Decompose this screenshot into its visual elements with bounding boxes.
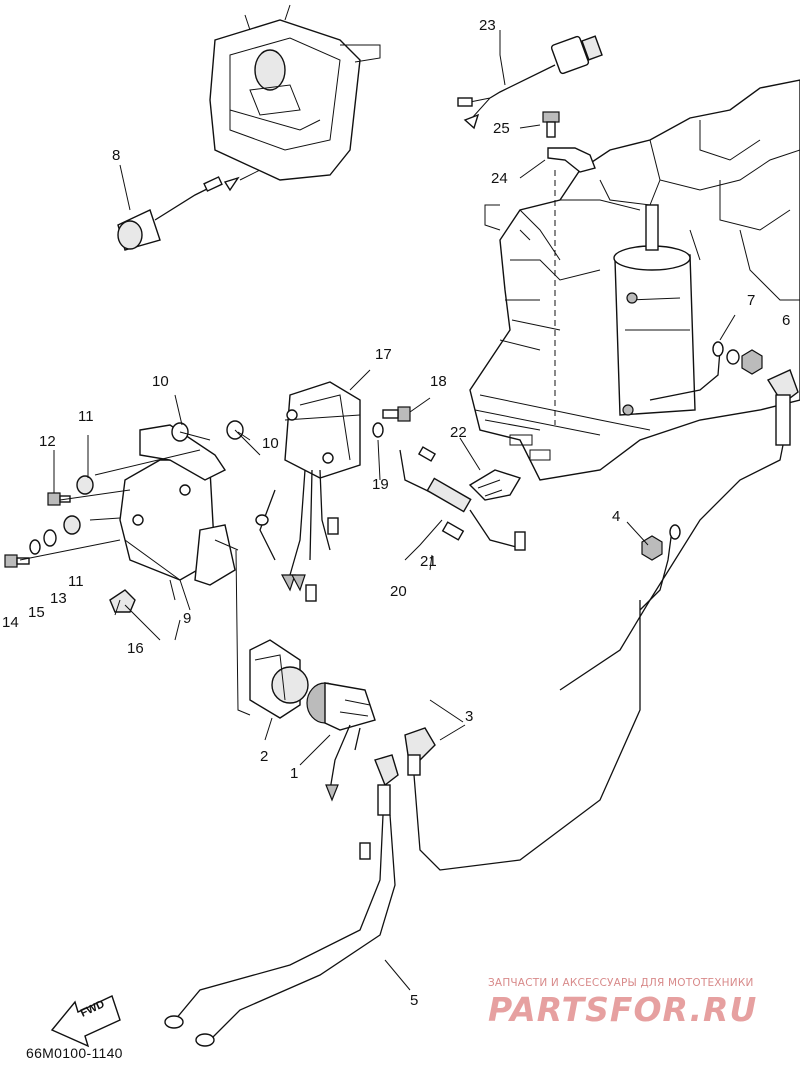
cable-negative bbox=[209, 814, 396, 1041]
part-23-sensor-lead bbox=[457, 35, 603, 130]
callout-14: 14 bbox=[2, 614, 19, 631]
callout-15: 15 bbox=[28, 604, 45, 621]
part-15-washer bbox=[29, 539, 41, 555]
part-24-clip bbox=[519, 147, 596, 179]
part-11-collars bbox=[63, 475, 94, 535]
part-6-nut bbox=[741, 349, 763, 375]
callout-7: 7 bbox=[747, 292, 756, 309]
part-2-bracket bbox=[249, 639, 309, 719]
part-4-nut bbox=[641, 535, 663, 561]
part-21-fuse bbox=[441, 521, 465, 541]
watermark-logo: PARTSFOR.RU bbox=[488, 990, 758, 1029]
part-18-bolt bbox=[382, 397, 431, 422]
callout-2: 2 bbox=[260, 748, 269, 765]
cable-positive bbox=[413, 600, 641, 871]
part-3-battery-cable-boots bbox=[374, 724, 466, 816]
callout-21: 21 bbox=[420, 553, 437, 570]
callout-9: 9 bbox=[183, 610, 192, 627]
callout-3: 3 bbox=[465, 708, 474, 725]
part-7-washer bbox=[719, 314, 740, 365]
part-17-rectifier bbox=[255, 369, 371, 602]
part-25-bolt bbox=[519, 111, 560, 138]
cable-main bbox=[174, 814, 384, 1021]
callout-18: 18 bbox=[430, 373, 447, 390]
diagram-reference-code: 66M0100-1140 bbox=[26, 1045, 123, 1061]
part-20-fuse-holder bbox=[399, 446, 526, 561]
terminal-boot bbox=[559, 369, 799, 691]
fwd-arrow bbox=[50, 995, 121, 1048]
part-16-clamp bbox=[109, 589, 136, 613]
callout-8: 8 bbox=[112, 147, 121, 164]
callout-25: 25 bbox=[493, 120, 510, 137]
engine-block bbox=[469, 79, 800, 481]
callout-1: 1 bbox=[290, 765, 299, 782]
top-housing bbox=[209, 4, 381, 181]
callout-10-upper: 10 bbox=[152, 373, 169, 390]
part-14-bolt bbox=[4, 554, 30, 568]
part-22-connector bbox=[468, 469, 522, 501]
callout-19: 19 bbox=[372, 476, 389, 493]
part-19-washer bbox=[372, 422, 384, 438]
part-1-starter-relay bbox=[306, 682, 376, 802]
part-13-washer bbox=[43, 529, 57, 547]
callout-23: 23 bbox=[479, 17, 496, 34]
callout-24: 24 bbox=[491, 170, 508, 187]
watermark-tagline: ЗАПЧАСТИ И АКСЕССУАРЫ ДЛЯ МОТОТЕХНИКИ bbox=[488, 977, 754, 989]
callout-17: 17 bbox=[375, 346, 392, 363]
part-9-bracket bbox=[119, 424, 236, 601]
callout-6: 6 bbox=[782, 312, 791, 329]
callout-13: 13 bbox=[50, 590, 67, 607]
callout-4: 4 bbox=[612, 508, 621, 525]
callout-20: 20 bbox=[390, 583, 407, 600]
callout-5: 5 bbox=[410, 992, 419, 1009]
callout-11-upper: 11 bbox=[78, 408, 94, 425]
leader-lines bbox=[53, 30, 649, 766]
callout-11-lower: 11 bbox=[68, 573, 84, 590]
callout-22: 22 bbox=[450, 424, 467, 441]
callout-10-lower: 10 bbox=[262, 435, 279, 452]
part-8-sensor bbox=[117, 149, 301, 251]
part-10-grommets bbox=[171, 420, 244, 442]
callout-12: 12 bbox=[39, 433, 56, 450]
callout-16: 16 bbox=[127, 640, 144, 657]
